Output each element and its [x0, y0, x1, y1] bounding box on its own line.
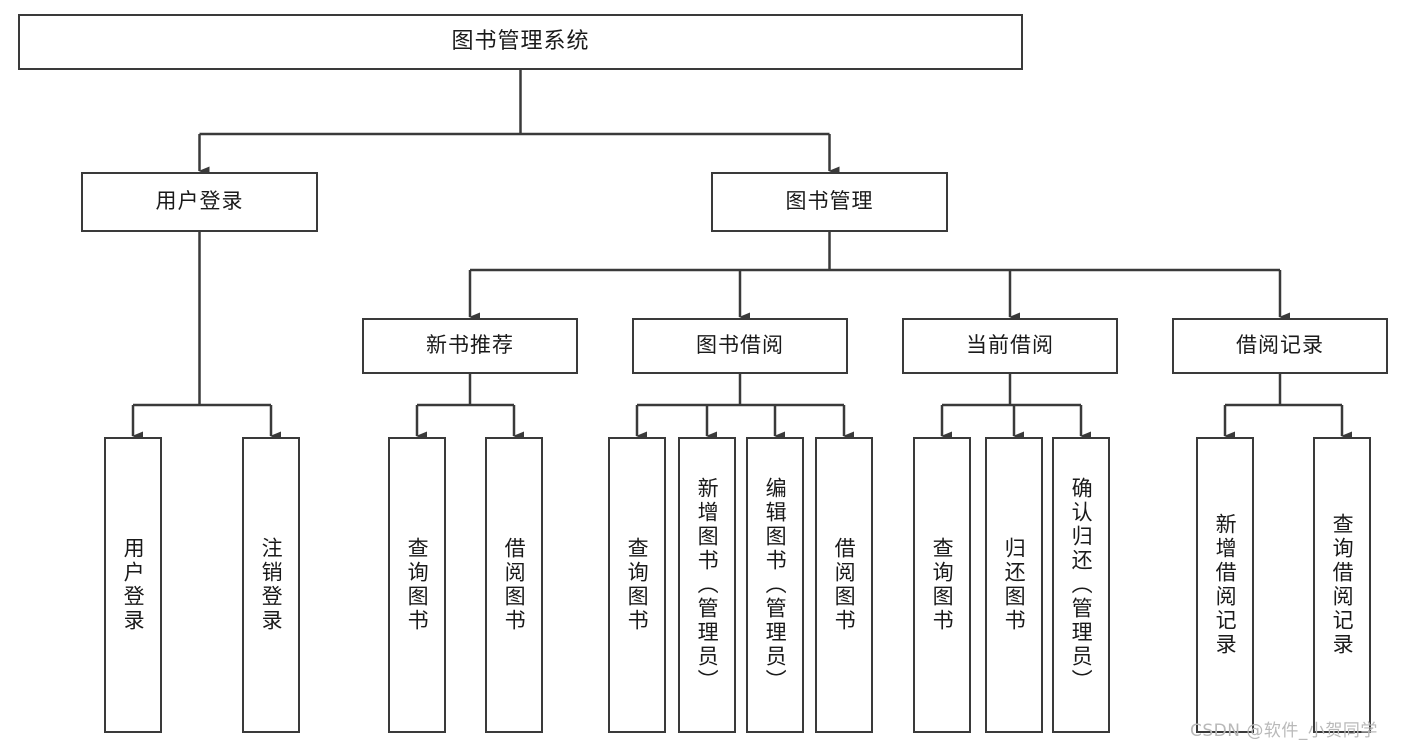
node-leaf-add-book-admin[interactable]: 新增图书（管理员） [678, 437, 736, 733]
node-label: 查询图书 [625, 537, 650, 633]
node-leaf-confirm-return-admin[interactable]: 确认归还（管理员） [1052, 437, 1110, 733]
node-label: 用户登录 [121, 537, 146, 633]
node-label: 借阅图书 [502, 537, 527, 633]
node-label: 新增图书（管理员） [695, 477, 720, 693]
node-user-login[interactable]: 用户登录 [81, 172, 318, 232]
node-label: 编辑图书（管理员） [763, 477, 788, 693]
node-leaf-query-book-borrow[interactable]: 查询图书 [608, 437, 666, 733]
node-leaf-query-borrow-record[interactable]: 查询借阅记录 [1313, 437, 1371, 733]
node-label: 确认归还（管理员） [1069, 477, 1094, 693]
node-label: 借阅记录 [1236, 333, 1324, 358]
node-leaf-add-borrow-record[interactable]: 新增借阅记录 [1196, 437, 1254, 733]
node-leaf-user-login[interactable]: 用户登录 [104, 437, 162, 733]
node-label: 新书推荐 [426, 333, 514, 358]
node-label: 查询图书 [930, 537, 955, 633]
node-leaf-borrow-book[interactable]: 借阅图书 [815, 437, 873, 733]
node-current-borrow[interactable]: 当前借阅 [902, 318, 1118, 374]
node-leaf-return-book[interactable]: 归还图书 [985, 437, 1043, 733]
node-label: 归还图书 [1002, 537, 1027, 633]
node-label: 查询图书 [405, 537, 430, 633]
node-leaf-borrow-book-recommend[interactable]: 借阅图书 [485, 437, 543, 733]
node-book-borrow[interactable]: 图书借阅 [632, 318, 848, 374]
node-label: 图书管理系统 [451, 28, 590, 54]
node-leaf-user-logout[interactable]: 注销登录 [242, 437, 300, 733]
node-leaf-query-book-current[interactable]: 查询图书 [913, 437, 971, 733]
node-label: 当前借阅 [966, 333, 1054, 358]
node-leaf-query-book-recommend[interactable]: 查询图书 [388, 437, 446, 733]
node-label: 查询借阅记录 [1330, 513, 1355, 657]
node-root-system[interactable]: 图书管理系统 [18, 14, 1023, 70]
node-label: 借阅图书 [832, 537, 857, 633]
node-borrow-record[interactable]: 借阅记录 [1172, 318, 1388, 374]
node-label: 注销登录 [259, 537, 284, 633]
node-label: 用户登录 [155, 189, 244, 214]
node-new-book-recommend[interactable]: 新书推荐 [362, 318, 578, 374]
node-book-manage[interactable]: 图书管理 [711, 172, 948, 232]
node-label: 图书借阅 [696, 333, 784, 358]
csdn-watermark: CSDN @软件_小贺同学 [1190, 721, 1378, 741]
node-label: 新增借阅记录 [1213, 513, 1238, 657]
node-leaf-edit-book-admin[interactable]: 编辑图书（管理员） [746, 437, 804, 733]
node-label: 图书管理 [785, 189, 874, 214]
